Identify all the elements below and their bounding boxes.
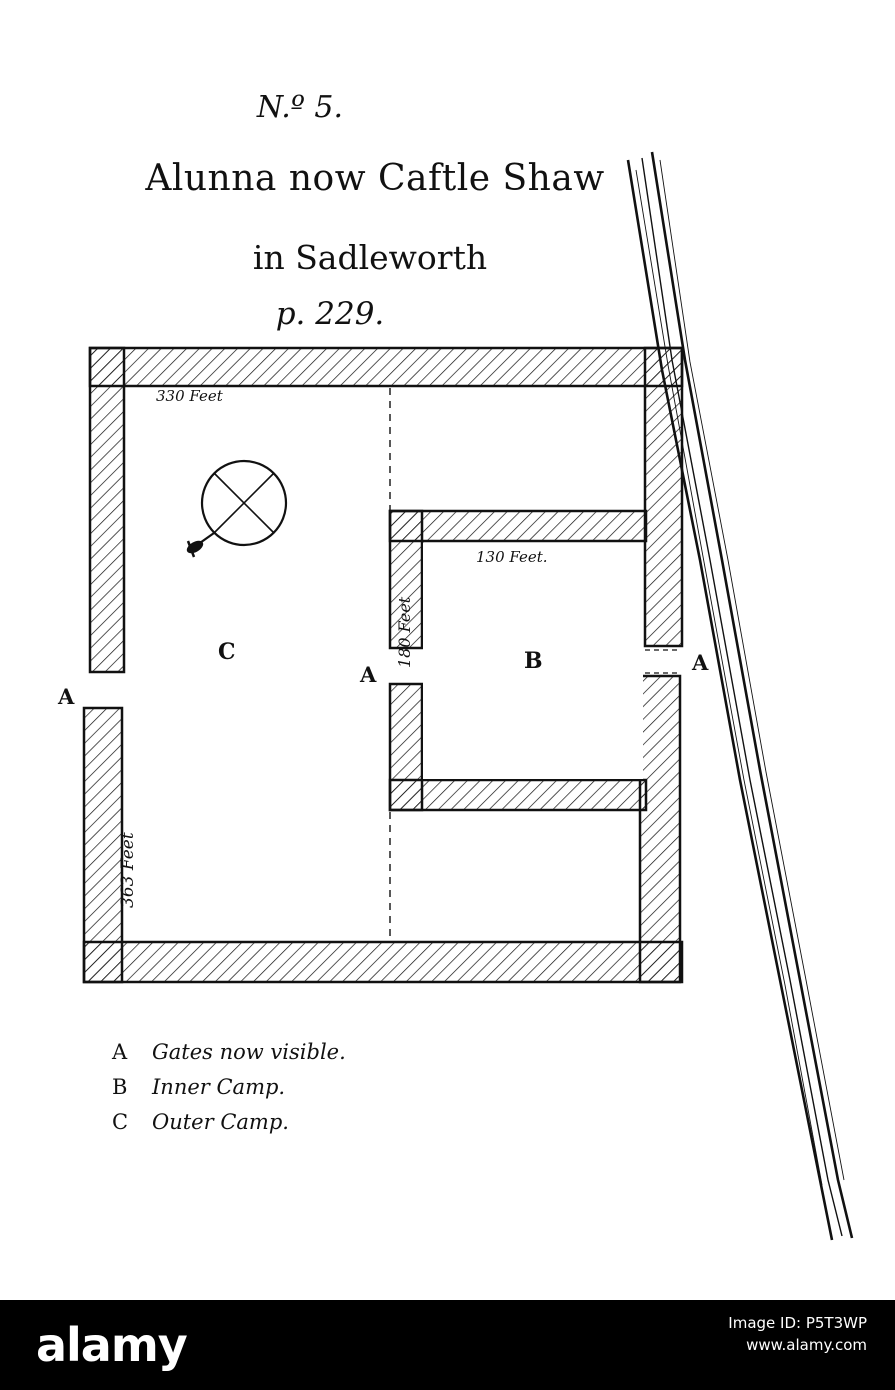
inner-camp-label: B: [524, 648, 543, 674]
site-link[interactable]: www.alamy.com: [746, 1336, 867, 1354]
plan-sheet: N.º 5. Alunna now Caftle Shaw in Sadlewo…: [58, 90, 854, 1241]
outer-width-label: 330 Feet: [156, 387, 223, 405]
legend-item: A Gates now visible.: [112, 1040, 346, 1064]
outer-camp-label: C: [218, 639, 236, 665]
plate-number: N.º 5.: [256, 90, 344, 125]
outer-wall-west-upper: [88, 346, 126, 674]
outer-wall-east-upper: [643, 346, 684, 648]
gate-east-label: A: [692, 650, 709, 675]
brand-logo[interactable]: alamy: [36, 1318, 188, 1372]
river: [626, 151, 854, 1241]
inner-wall-north: [388, 509, 648, 543]
image-info: Image ID: P5T3WP www.alamy.com: [728, 1312, 867, 1356]
legend-text: Outer Camp.: [152, 1110, 289, 1134]
outer-wall-east-lower: [638, 674, 682, 984]
legend-text: Gates now visible.: [152, 1040, 346, 1064]
inner-wall-south: [388, 778, 648, 812]
camp-plan-drawing: [82, 151, 854, 1241]
gate-middle-label: A: [360, 662, 377, 687]
inner-width-label: 130 Feet.: [476, 548, 548, 566]
outer-wall-south: [82, 940, 684, 984]
image-id: Image ID: P5T3WP: [728, 1314, 867, 1332]
inner-height-label: 180 Feet: [395, 596, 414, 668]
outer-wall-north: [88, 346, 684, 388]
gate-west-label: A: [58, 684, 75, 709]
east-gate-opening: [645, 649, 680, 674]
plan-title: Alunna now Caftle Shaw: [145, 158, 605, 199]
page-reference: p. 229.: [275, 296, 385, 332]
legend-item: C Outer Camp.: [112, 1110, 289, 1134]
legend-key: C: [112, 1110, 129, 1134]
legend-text: Inner Camp.: [152, 1075, 286, 1099]
legend-key: B: [112, 1075, 128, 1099]
stock-footer-bar: alamy Image ID: P5T3WP www.alamy.com: [0, 1300, 895, 1390]
plan-location: in Sadleworth: [252, 238, 488, 277]
outer-camp-walls: [82, 346, 684, 984]
outer-wall-west-lower: [82, 706, 124, 984]
inner-camp-walls: [126, 388, 648, 940]
legend-item: B Inner Camp.: [112, 1075, 285, 1099]
circular-feature-icon: [186, 459, 288, 558]
outer-height-label: 363 Feet: [118, 832, 138, 908]
legend-key: A: [112, 1040, 128, 1064]
inner-wall-west-upper: [388, 509, 424, 650]
